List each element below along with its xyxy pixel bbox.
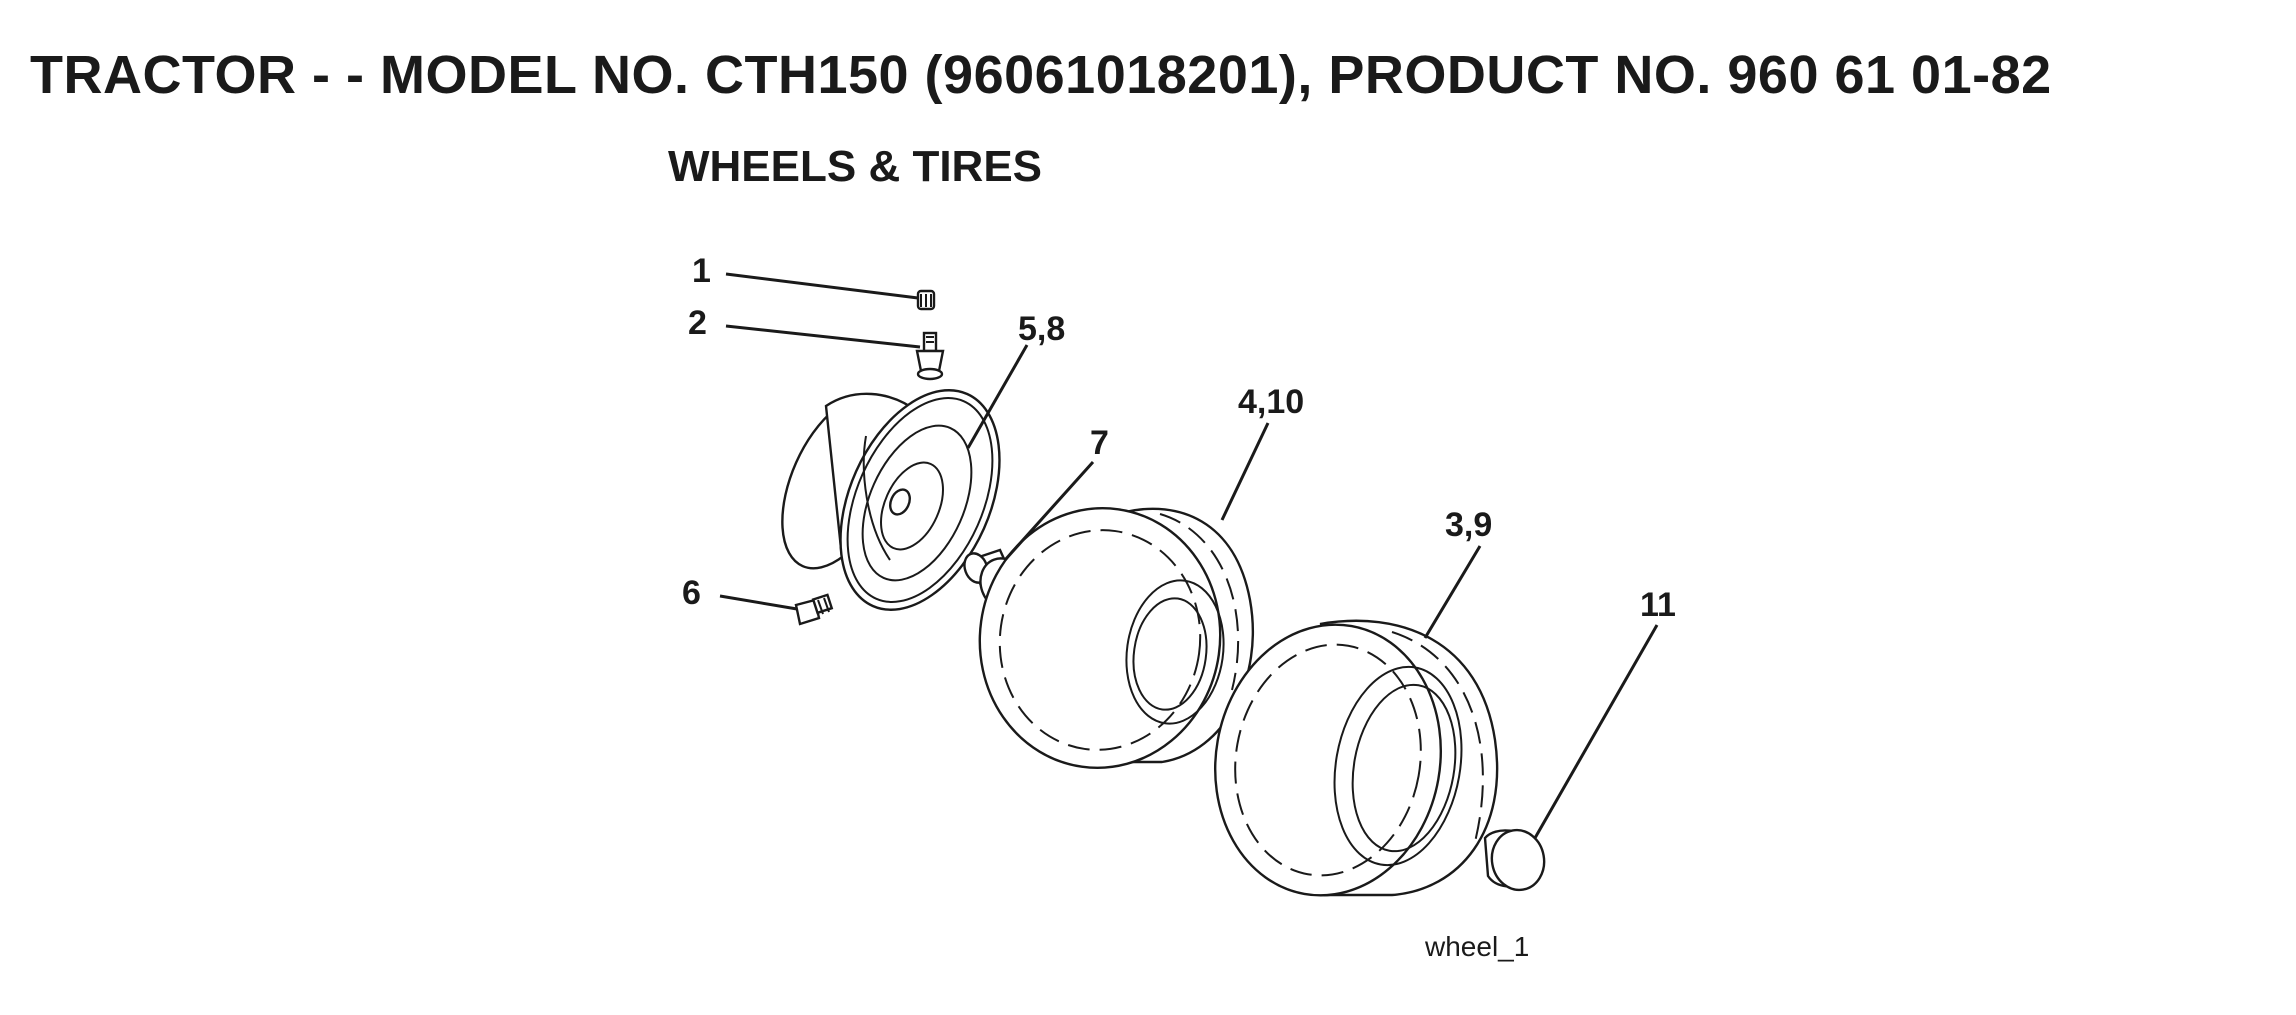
part-4-10-front-tire: [978, 506, 1255, 770]
callout-5-8: 5,8: [1018, 310, 1065, 348]
leader-lines: [719, 272, 1659, 839]
callout-6: 6: [682, 574, 701, 612]
callout-1: 1: [692, 252, 711, 290]
part-11-hub-cap: [1483, 828, 1546, 892]
callout-3-9: 3,9: [1445, 506, 1492, 544]
part-3-9-rear-tire: [1214, 619, 1499, 897]
page-title: TRACTOR - - MODEL NO. CTH150 (9606101820…: [30, 45, 2052, 105]
callout-2: 2: [688, 304, 707, 342]
part-6-valve-stud: [794, 593, 834, 626]
part-5-8-wheel-rim: [781, 389, 1001, 611]
part-2-valve-stem: [915, 331, 945, 381]
callout-4-10: 4,10: [1238, 383, 1304, 421]
part-1-valve-cap: [916, 289, 936, 311]
callout-11: 11: [1640, 586, 1676, 624]
section-title: WHEELS & TIRES: [668, 142, 1043, 191]
diagram-reference-label: wheel_1: [1424, 931, 1529, 962]
callout-7: 7: [1090, 424, 1109, 462]
